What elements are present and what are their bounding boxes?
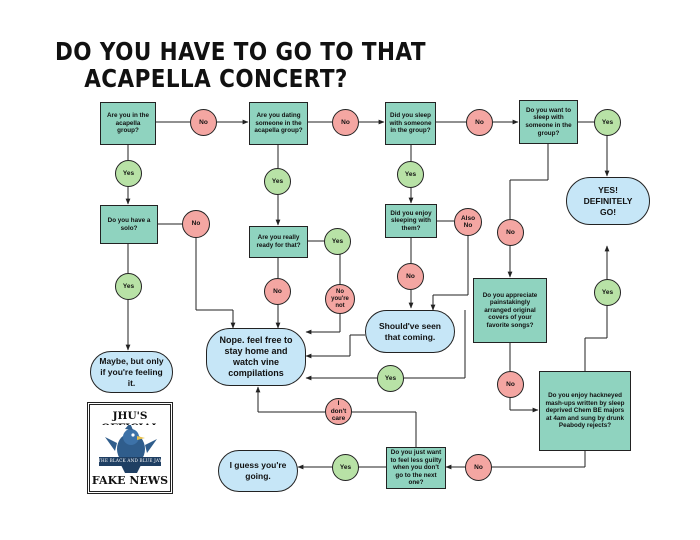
question-really-ready: Are you really ready for that? [249,226,308,258]
question-feel-less-guilty: Do you just want to feel less guilty whe… [386,447,446,489]
no-label-slept: No [466,109,493,136]
yes-label-guilty: Yes [332,454,359,481]
question-want-to-sleep: Do you want to sleep with someone in the… [519,100,578,144]
question-in-acapella-group: Are you in the acapella group? [100,102,156,145]
question-dating-member: Are you dating someone in the acapella g… [249,102,308,145]
no-label-appreciate: No [497,371,524,398]
no-label-solo: No [182,210,210,238]
question-appreciate-covers: Do you appreciate painstakingly arranged… [473,278,547,343]
yes-label-ready: Yes [324,228,351,255]
outcome-nope-stay-home: Nope. feel free to stay home and watch v… [206,328,306,386]
yes-label-slept: Yes [397,161,424,188]
yes-label-mashups: Yes [594,279,621,306]
page-title: DO YOU HAVE TO GO TO THAT ACAPELLA CONCE… [55,38,426,92]
badge-bottom-text: FAKE NEWS [91,474,169,487]
outcome-shouldve-seen: Should've seen that coming. [365,310,455,353]
question-slept-with-member: Did you sleep with someone in the group? [385,102,436,145]
no-label-dating: No [332,109,359,136]
yes-label-want-sleep: Yes [594,109,621,136]
no-label-ready: No [264,278,291,305]
yes-label-acapella: Yes [115,160,142,187]
no-label-mashups: No [465,454,492,481]
badge-banner-text: THE BLACK AND BLUE JAY [98,458,162,463]
no-label-enjoy: No [397,263,424,290]
question-have-solo: Do you have a solo? [100,205,158,244]
question-enjoy-sleeping: Did you enjoy sleeping with them? [385,204,437,238]
no-label-want-sleep: No [497,219,524,246]
also-no-label: Also No [454,208,482,236]
i-dont-care-label: I don't care [325,398,352,425]
yes-label-solo: Yes [115,273,142,300]
question-enjoy-mashups: Do you enjoy hackneyed mash-ups written … [539,371,631,451]
no-label-acapella: No [190,109,217,136]
outcome-definitely-go: YES! DEFINITELY GO! [566,177,650,225]
blue-jay-mascot-icon [97,425,163,475]
title-line-2: ACAPELLA CONCERT? [84,64,348,93]
outcome-guess-going: I guess you're going. [218,450,298,492]
outcome-maybe: Maybe, but only if you're feeling it. [90,351,173,393]
no-youre-not-label: No you're not [325,284,355,314]
title-line-1: DO YOU HAVE TO GO TO THAT [55,37,426,66]
fake-news-badge: JHU'S OFFICIAL THE BLACK AND BLUE JAY FA… [87,402,173,494]
yes-label-dating: Yes [264,168,291,195]
yes-label-appreciate: Yes [377,365,404,392]
